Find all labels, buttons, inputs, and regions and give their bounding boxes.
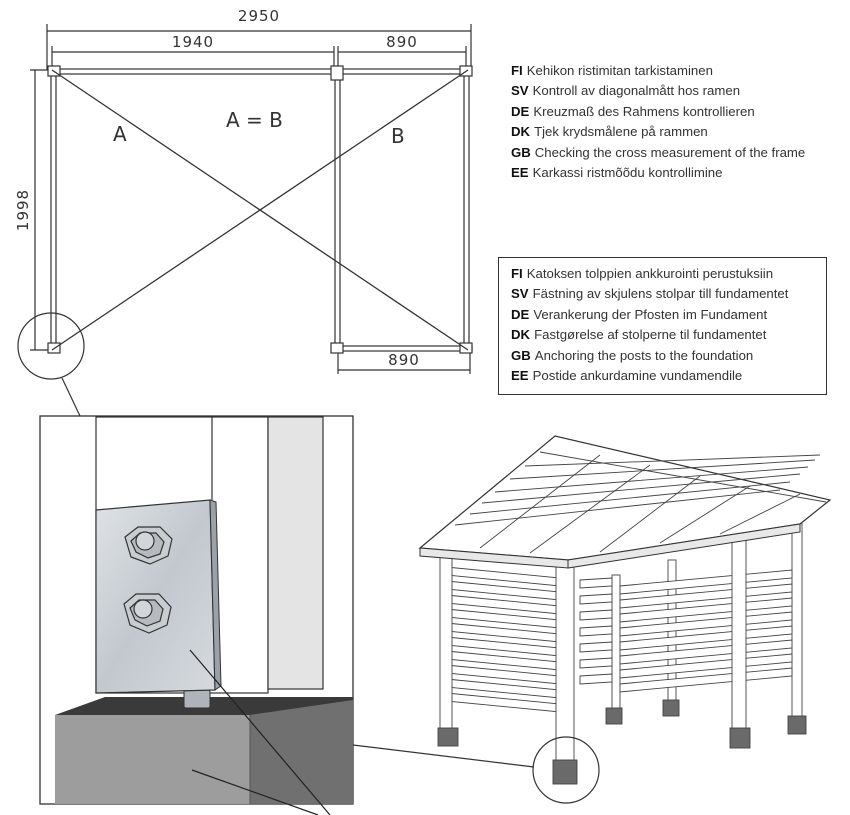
footing-back-right <box>787 715 807 735</box>
footing-front-mid <box>552 759 578 785</box>
legend-text: Kontroll av diagonalmått hos ramen <box>532 83 741 99</box>
legend-text: Karkassi ristmõõdu kontrollimine <box>532 165 723 181</box>
dimension-line-height <box>30 69 50 351</box>
shed-right-wall <box>611 519 803 721</box>
dimension-line-bottom <box>337 352 471 374</box>
detail-connector-line <box>352 744 535 768</box>
legend-text: Postide ankurdamine vundamendile <box>532 368 743 384</box>
post-side-face <box>267 416 324 690</box>
diagonal-b <box>51 69 469 351</box>
shed-left-wall <box>445 566 561 713</box>
diagonal-a-label: A <box>113 122 127 146</box>
dimension-total-label: 2950 <box>238 7 280 25</box>
corner-post-top-mid <box>330 65 344 81</box>
language-code: DK <box>511 327 531 343</box>
footing-right-mid <box>729 727 751 749</box>
dimension-bottom-label: 890 <box>388 351 420 369</box>
legend-text: Fastgørelse af stolperne til fundamentet <box>534 327 767 343</box>
hex-bolt-lower <box>123 593 172 634</box>
shed-3d-view <box>418 435 832 804</box>
legend-text: Fästning av skjulens stolpar till fundam… <box>532 286 789 302</box>
footing-front-left <box>437 727 459 747</box>
detail-leader-line <box>61 377 81 417</box>
language-code: FI <box>511 266 523 281</box>
dimension-right-label: 890 <box>386 33 418 51</box>
legend-text: Kreuzmaß des Rahmens kontrollieren <box>533 103 755 119</box>
corner-post-bottom-mid <box>330 342 344 354</box>
front-left-post <box>439 549 453 736</box>
hex-bolt-upper <box>124 526 173 565</box>
anchor-rod <box>183 689 211 709</box>
top-beam <box>49 68 471 75</box>
concrete-block-front <box>55 715 250 804</box>
language-code: DE <box>511 103 530 119</box>
diagonal-b-label: B <box>391 124 405 148</box>
footing-back-left <box>605 707 623 725</box>
pointer-concrete <box>191 769 319 815</box>
language-code: DE <box>511 306 530 322</box>
dimension-left-label: 1940 <box>172 33 214 51</box>
frame-plan <box>17 24 473 417</box>
roof-surface <box>418 435 832 561</box>
pointer-plate <box>189 649 331 815</box>
concrete-block-side <box>250 700 353 804</box>
dimension-line-spans <box>51 46 467 66</box>
language-code: GB <box>511 144 531 160</box>
detail-callout-circle-shed <box>532 736 600 804</box>
legend-text: Verankerung der Pfosten im Fundament <box>533 306 768 322</box>
legend-text: Tjek krydsmålene på rammen <box>534 124 708 140</box>
left-side-beam <box>50 69 57 351</box>
language-code: DK <box>511 124 531 140</box>
legend-text: Anchoring the posts to the foundation <box>534 347 754 363</box>
language-code: SV <box>511 286 529 302</box>
language-code: EE <box>511 368 529 384</box>
legend-text: Katoksen tolppien ankkurointi perustuksi… <box>526 266 774 281</box>
language-code: EE <box>511 165 529 181</box>
middle-side-beam <box>334 71 341 351</box>
dimension-line-total <box>46 24 472 70</box>
language-code: FI <box>511 63 523 78</box>
language-code: SV <box>511 83 529 99</box>
roof-rafters <box>454 451 827 554</box>
shed-back-wall <box>579 577 613 685</box>
legend-text: Kehikon ristimitan tarkistaminen <box>526 63 713 78</box>
footing-back-mid <box>662 699 680 717</box>
right-side-beam <box>463 71 470 351</box>
legend-text: Checking the cross measurement of the fr… <box>534 144 806 160</box>
diagonal-equation-label: A = B <box>226 108 283 132</box>
dimension-height-label: 1998 <box>14 189 32 231</box>
detail-callout-circle-plan <box>17 312 85 380</box>
anchor-detail-view <box>39 415 354 815</box>
language-code: GB <box>511 347 531 363</box>
